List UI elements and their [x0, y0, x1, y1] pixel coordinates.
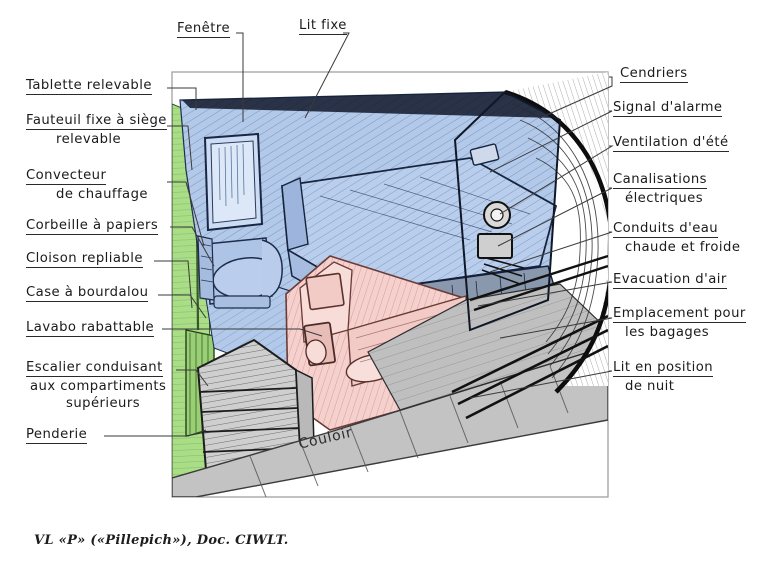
window-fenetre	[203, 132, 264, 232]
leader-escalier	[176, 369, 209, 387]
figure-caption: VL «P» («Pillepich»), Doc. CIWLT.	[34, 533, 289, 548]
leader-bagages	[499, 317, 613, 339]
label-lit-position-nuit: Lit en position de nuit	[613, 360, 714, 394]
label-emplacement-bagages: Emplacement pour les bagages	[613, 306, 746, 340]
label-canalisations-electriques: Canalisations électriques	[613, 172, 707, 206]
label-corbeille-papiers: Corbeille à papiers	[26, 218, 159, 235]
leader-fenetre	[236, 32, 244, 122]
label-lavabo-rabattable: Lavabo rabattable	[26, 320, 155, 337]
car-body-shell-section	[451, 72, 608, 420]
leader-fauteuil	[167, 125, 193, 171]
leader-cloison	[154, 260, 193, 309]
floor-wedge-gray	[367, 283, 608, 411]
leader-convecteur	[167, 181, 205, 247]
label-lit-fixe: Lit fixe	[299, 18, 347, 35]
leader-tablette	[167, 87, 197, 110]
leader-lavabo	[162, 328, 323, 337]
leader-corbeille	[170, 226, 215, 267]
leader-conduits-eau	[489, 231, 613, 273]
label-fenetre: Fenêtre	[177, 21, 231, 38]
convecteur-heating	[197, 235, 215, 301]
leader-lit-fixe	[304, 32, 350, 119]
label-cloison-repliable: Cloison repliable	[26, 251, 143, 268]
label-conduits-eau: Conduits d'eau chaude et froide	[613, 221, 741, 255]
label-penderie: Penderie	[26, 427, 88, 444]
label-case-bourdalou: Case à bourdalou	[26, 285, 149, 302]
label-cendriers: Cendriers	[620, 66, 688, 83]
leader-penderie	[104, 429, 207, 437]
fauteuil-armchair	[205, 237, 283, 309]
electrical-conduit-box	[477, 233, 513, 259]
leader-lines	[104, 32, 614, 437]
escalier-stairs	[196, 338, 315, 472]
cendriers-detail	[469, 143, 500, 166]
label-signal-alarme: Signal d'alarme	[613, 100, 723, 117]
drawing-body	[172, 72, 608, 497]
leader-lit-nuit	[469, 370, 613, 399]
leader-signal-alarme	[489, 110, 613, 173]
leader-case-bourdalou	[158, 294, 207, 319]
label-ventilation-ete: Ventilation d'été	[613, 135, 729, 152]
leader-evacuation	[477, 281, 613, 307]
label-convecteur: Convecteur de chauffage	[26, 168, 148, 202]
leader-ventilation	[499, 145, 614, 215]
luggage-space-lines	[451, 314, 608, 420]
label-evacuation-air: Evacuation d'air	[613, 272, 727, 289]
leader-canalisations	[497, 187, 613, 247]
leader-cendriers	[539, 76, 613, 119]
label-tablette-relevable: Tablette relevable	[26, 78, 152, 95]
label-escalier-superieurs: Escalier conduisant aux compartiments su…	[26, 360, 167, 411]
label-fauteuil-fixe: Fauteuil fixe à siège relevable	[26, 113, 167, 147]
